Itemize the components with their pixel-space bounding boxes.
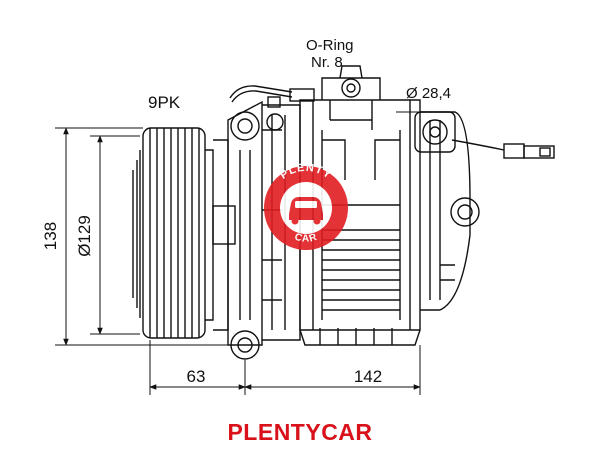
- oring-label-line2: Nr. 8: [311, 54, 343, 71]
- watermark-bottom-text: CAR: [293, 232, 319, 245]
- body-length-label: 142: [354, 367, 382, 386]
- pulley-grooves-label: 9PK: [148, 93, 181, 112]
- rear-housing: [414, 111, 480, 311]
- dimension-lines: [55, 111, 425, 395]
- brand-name: PLENTYCAR: [227, 419, 373, 445]
- plentycar-watermark-logo: PLENTY CAR: [264, 162, 348, 250]
- height-label: 138: [41, 222, 60, 250]
- watermark-top-text: PLENTY: [278, 162, 334, 182]
- oring-label-line1: O-Ring: [306, 37, 354, 54]
- pulley: [132, 127, 214, 339]
- wire-harness: [229, 85, 555, 159]
- pulley-offset-label: 63: [187, 367, 206, 386]
- port-diameter-label: Ø 28,4: [406, 85, 451, 102]
- top-port-block: [321, 65, 381, 130]
- car-icon: [289, 197, 323, 225]
- pulley-diameter-label: Ø129: [75, 215, 94, 257]
